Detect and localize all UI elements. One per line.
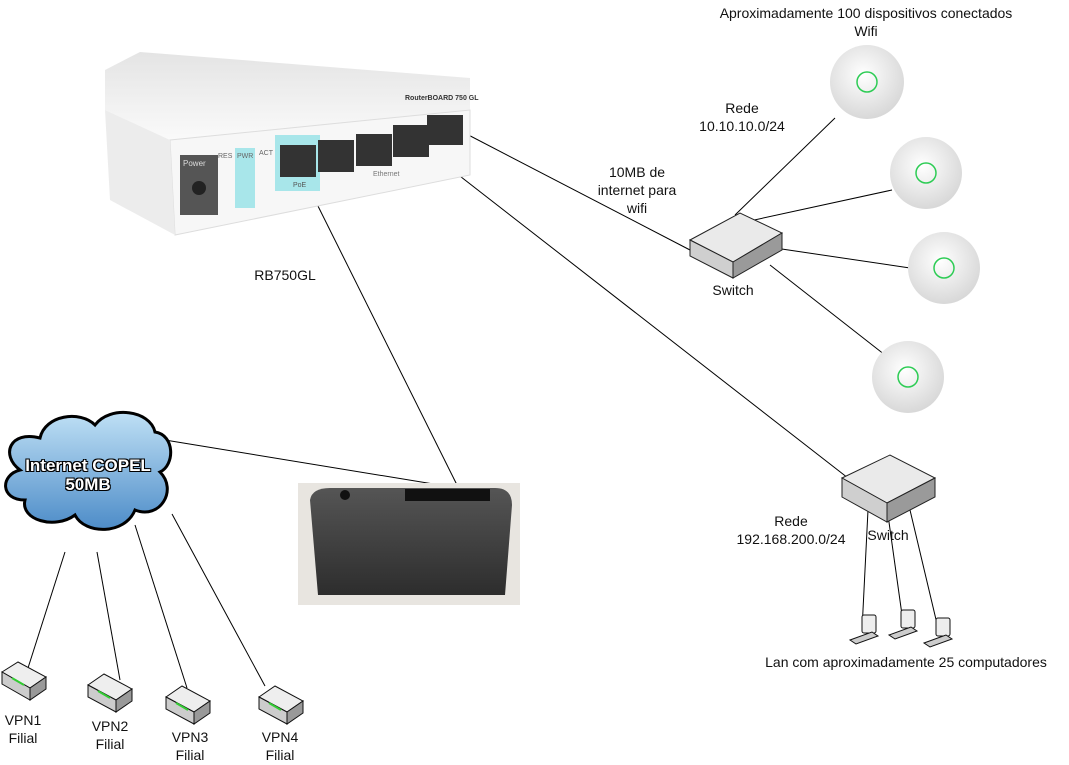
wifi-bandwidth-label: 10MB de internet para wifi xyxy=(597,164,677,216)
internet-cloud-label: Internet COPEL 50MB xyxy=(25,456,151,494)
vpn-router-icons xyxy=(1,661,304,725)
link-router-modem xyxy=(304,179,463,496)
switch-icon xyxy=(840,454,937,523)
act-text: ACT xyxy=(259,150,274,157)
vpn-router-icon xyxy=(1,661,47,701)
link-cloud-vpn4 xyxy=(171,513,266,687)
link-switch-ap3 xyxy=(774,247,911,269)
switch2-label: Switch xyxy=(867,527,909,543)
link-switch-pc2 xyxy=(887,514,904,623)
vpn-router-icon xyxy=(87,673,133,713)
modem-image xyxy=(298,483,520,605)
link-cloud-vpn2 xyxy=(96,551,121,681)
switch1-label: Switch xyxy=(712,282,754,298)
lan-network-label: Rede 192.168.200.0/24 xyxy=(736,513,846,547)
link-cloud-modem xyxy=(164,439,471,491)
access-point-icon xyxy=(908,232,980,304)
computer-icon xyxy=(922,617,954,648)
link-switch-pc1 xyxy=(861,509,869,631)
router-label: RB750GL xyxy=(254,267,316,283)
wifi-access-points xyxy=(830,45,980,413)
switch-icon xyxy=(688,212,784,279)
access-point-icon xyxy=(890,137,962,209)
link-cloud-vpn3 xyxy=(134,524,188,689)
router-rb750gl-image: Power RES PWR ACT PoE Ethernet RouterBOA… xyxy=(105,52,479,236)
link-switch-ap1 xyxy=(734,117,836,216)
computer-icon xyxy=(887,609,919,640)
vpn-router-icon xyxy=(258,685,304,725)
lan-computers-label: Lan com aproximadamente 25 computadores xyxy=(765,654,1047,670)
link-switch-ap2 xyxy=(744,189,893,223)
ethernet-ports xyxy=(280,115,463,177)
link-router-switch1 xyxy=(454,127,691,251)
access-point-icon xyxy=(872,341,944,413)
res-text: RES xyxy=(218,153,233,160)
vpn-router-icon xyxy=(165,685,211,725)
computer-icon xyxy=(848,614,880,645)
ethernet-text: Ethernet xyxy=(373,171,400,178)
poe-text: PoE xyxy=(293,182,307,189)
connection-lines xyxy=(27,117,939,689)
wifi-devices-label: Aproximadamente 100 dispositivos conecta… xyxy=(719,5,1013,39)
pwr-text: PWR xyxy=(237,153,253,160)
model-text: RouterBOARD 750 GL xyxy=(405,95,479,102)
internet-cloud-icon xyxy=(4,410,173,531)
link-router-switch2 xyxy=(419,144,849,479)
wifi-network-label: Rede 10.10.10.0/24 xyxy=(699,100,785,134)
link-cloud-vpn1 xyxy=(27,551,66,669)
access-point-icon xyxy=(830,45,904,119)
computer-icons xyxy=(848,609,954,648)
link-switch-ap4 xyxy=(769,264,886,356)
link-switch-pc3 xyxy=(909,509,939,629)
power-text: Power xyxy=(183,159,206,168)
